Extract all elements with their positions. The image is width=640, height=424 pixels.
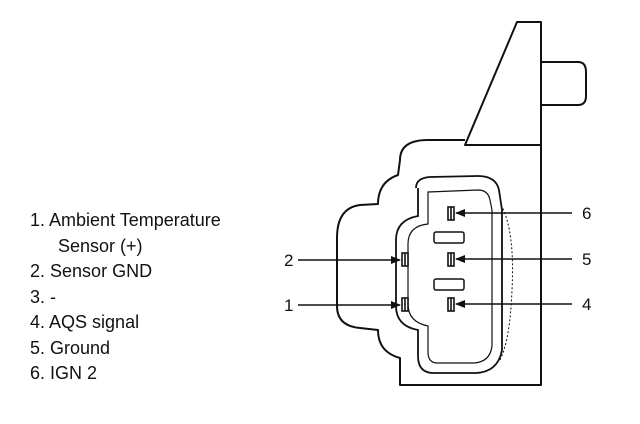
- pin-legend-item-1: 1. Ambient Temperature Sensor (+): [30, 208, 290, 259]
- callout-4: 4: [582, 295, 591, 314]
- terminal-pin-5: [447, 252, 455, 267]
- key-slot-upper: [433, 231, 465, 244]
- callout-2: 2: [284, 251, 293, 270]
- mounting-bracket: [464, 21, 542, 146]
- connector-face-outer: [395, 175, 503, 374]
- pin-label: Ground: [50, 337, 111, 358]
- connector-housing-outline: [336, 115, 542, 386]
- pin-legend-item-4: 4. AQS signal: [30, 312, 140, 332]
- pin-number: 1: [30, 210, 41, 230]
- pin-legend-item-5: 5. Ground: [30, 337, 111, 358]
- terminal-pin-2: [401, 252, 409, 267]
- terminal-pin-1: [401, 297, 409, 312]
- pin-label: Sensor GND: [50, 261, 153, 281]
- pin-number: 2: [30, 261, 41, 281]
- pin-label: Ambient Temperature: [49, 210, 221, 230]
- sensor-body: [336, 21, 587, 386]
- connector-rib: [499, 204, 514, 361]
- callout-6: 6: [582, 204, 591, 223]
- connector-face: [395, 175, 514, 374]
- pin-label: -: [50, 286, 57, 307]
- key-slot-lower: [433, 278, 465, 291]
- pin-legend-item-3: 3. -: [30, 286, 57, 307]
- pin-number: 6: [30, 363, 41, 383]
- pin-label-continuation: Sensor (+): [58, 235, 143, 256]
- pin-number: 4: [30, 312, 41, 332]
- pin-label: IGN 2: [50, 363, 98, 383]
- keying-slots: [433, 231, 465, 291]
- callout-1: 1: [284, 296, 293, 315]
- pin-number: 3: [30, 286, 41, 307]
- pin-legend-item-2: 2. Sensor GND: [30, 261, 153, 281]
- pin-label: AQS signal: [49, 312, 140, 332]
- pin-number: 5: [30, 337, 41, 358]
- terminal-pin-6: [447, 206, 455, 221]
- leader-arrows: [298, 209, 572, 309]
- connector-face-inner: [407, 189, 493, 364]
- terminals: [401, 206, 455, 312]
- pin-legend: 1. Ambient Temperature Sensor (+) 2. Sen…: [30, 208, 290, 387]
- mounting-tab: [541, 61, 587, 106]
- callout-5: 5: [582, 250, 591, 269]
- pin-legend-item-6: 6. IGN 2: [30, 363, 98, 383]
- terminal-pin-4: [447, 297, 455, 312]
